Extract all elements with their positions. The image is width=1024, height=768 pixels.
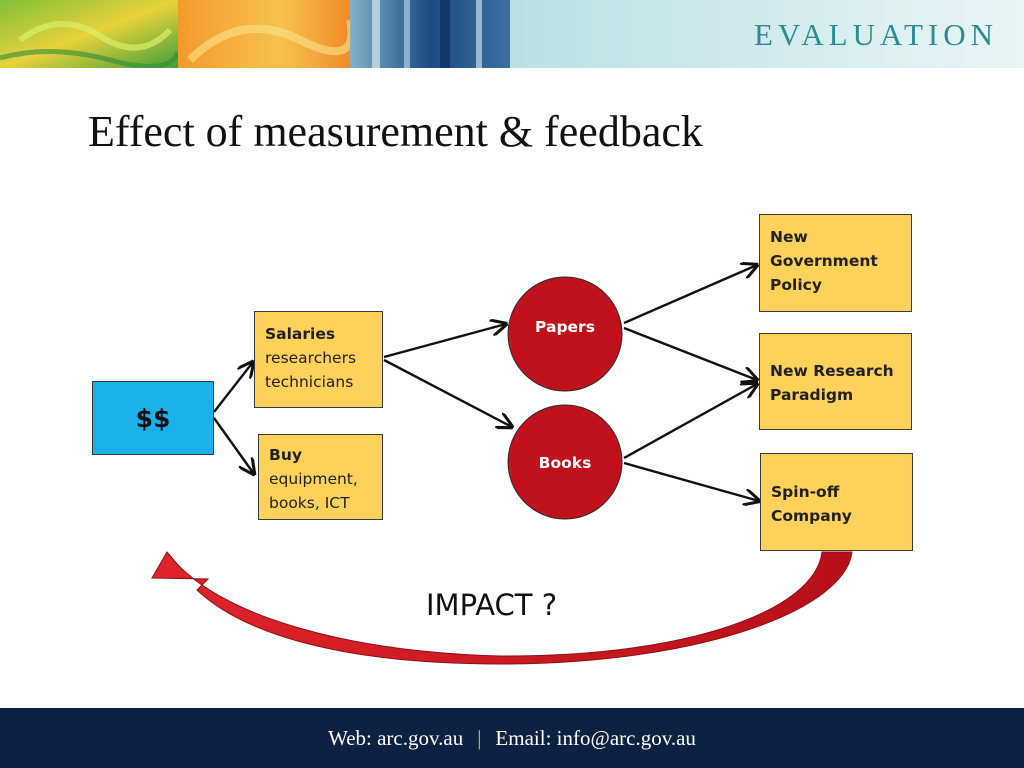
books-circle: [507, 404, 623, 520]
salaries-line-2: technicians: [265, 373, 354, 391]
salaries-line-1: researchers: [265, 349, 357, 367]
books-label: Books: [538, 454, 592, 472]
banner-image-strip: [0, 0, 1024, 68]
spinoff-line-1: Spin-off: [771, 483, 840, 501]
footer-bar: Web: arc.gov.au | Email: info@arc.gov.au: [0, 708, 1024, 768]
arrow-papers-to-paradigm: [623, 326, 757, 380]
government-policy-box: New Government Policy: [759, 214, 912, 312]
footer-separator: |: [477, 726, 482, 750]
header-banner: EVALUATION: [0, 0, 1024, 68]
section-title: EVALUATION: [753, 17, 998, 52]
buy-line-2: books, ICT: [269, 494, 350, 512]
spinoff-line-2: Company: [771, 507, 852, 525]
buy-heading: Buy: [269, 446, 302, 464]
arrow-salaries-to-papers: [383, 324, 506, 359]
footer-web: Web: arc.gov.au: [328, 726, 464, 750]
funding-box: $$: [92, 381, 214, 455]
arrow-papers-to-policy: [623, 265, 757, 325]
arrow-money-to-buy: [213, 417, 254, 474]
spinoff-company-box: Spin-off Company: [760, 453, 913, 551]
arrow-books-to-paradigm: [623, 384, 757, 460]
impact-feedback-arrow: [151, 551, 853, 665]
salaries-box: Salaries researchers technicians: [254, 311, 383, 408]
policy-line-1: New: [770, 228, 808, 246]
paradigm-line-1: New Research: [770, 362, 894, 380]
buy-box: Buy equipment, books, ICT: [258, 434, 383, 520]
policy-line-3: Policy: [770, 276, 822, 294]
salaries-heading: Salaries: [265, 325, 336, 343]
buy-line-1: equipment,: [269, 470, 358, 488]
policy-line-2: Government: [770, 252, 878, 270]
paradigm-line-2: Paradigm: [770, 386, 854, 404]
impact-label: IMPACT ?: [426, 588, 558, 622]
connector-arrows: [213, 265, 759, 501]
arrow-salaries-to-books: [383, 358, 512, 427]
footer-email: Email: info@arc.gov.au: [495, 726, 696, 750]
slide-title: Effect of measurement & feedback: [88, 107, 703, 156]
arrow-money-to-salaries: [213, 362, 253, 413]
arrow-books-to-spinoff: [623, 461, 759, 501]
papers-label: Papers: [535, 318, 595, 336]
research-paradigm-box: New Research Paradigm: [759, 333, 912, 430]
papers-circle: [507, 276, 623, 392]
